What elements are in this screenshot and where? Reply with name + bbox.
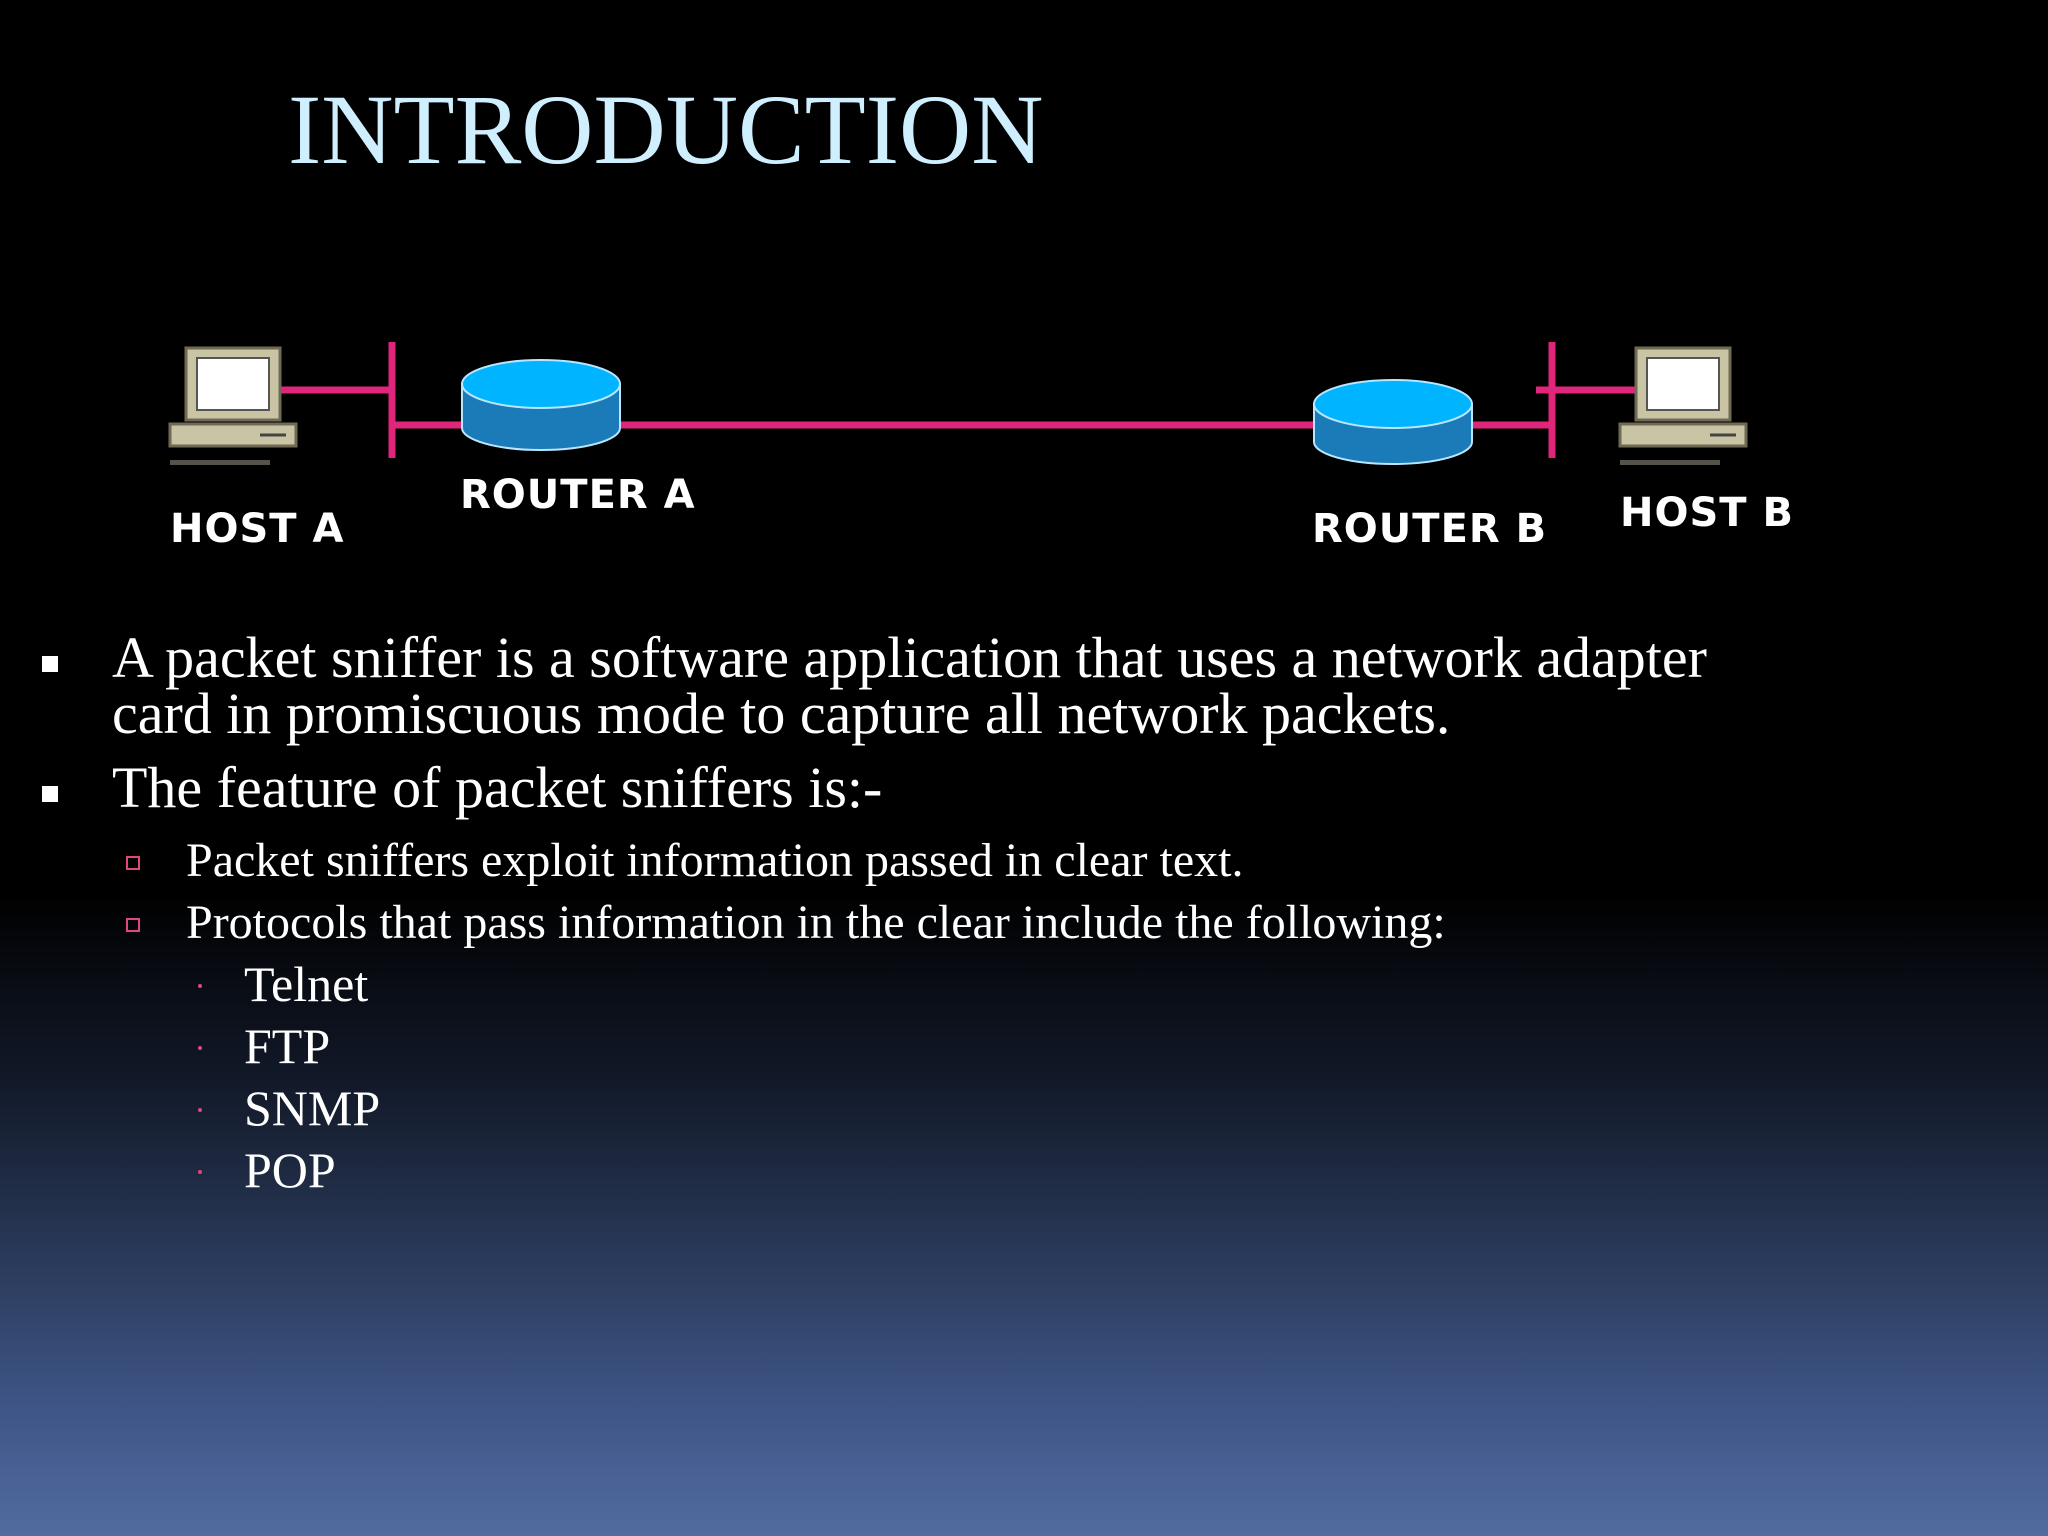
- protocol-item: POP: [244, 1142, 336, 1198]
- sub-bullet-item: Protocols that pass information in the c…: [186, 896, 1446, 949]
- square-bullet-icon: [42, 656, 58, 672]
- dot-bullet-icon: [198, 1170, 202, 1174]
- network-diagram-svg: [168, 342, 1748, 465]
- router-a-label: ROUTER A: [460, 472, 696, 518]
- hollow-square-bullet-icon: [126, 918, 140, 932]
- protocol-item: FTP: [244, 1018, 331, 1074]
- router-b-icon: [1313, 379, 1473, 465]
- host-b-computer-icon: [1618, 346, 1748, 465]
- host-a-label: HOST A: [170, 506, 345, 552]
- router-b-label: ROUTER B: [1312, 506, 1548, 552]
- hollow-square-bullet-icon: [126, 856, 140, 870]
- host-a-computer-icon: [168, 346, 298, 465]
- protocol-item: SNMP: [244, 1080, 381, 1136]
- dot-bullet-icon: [198, 1046, 202, 1050]
- dot-bullet-icon: [198, 984, 202, 988]
- network-diagram: HOST A ROUTER A ROUTER B HOST B: [0, 320, 2048, 580]
- bullet-item: A packet sniffer is a software applicati…: [112, 625, 1707, 746]
- bullet-item: The feature of packet sniffers is:-: [112, 755, 883, 820]
- square-bullet-icon: [42, 786, 58, 802]
- router-a-icon: [461, 359, 621, 451]
- dot-bullet-icon: [198, 1108, 202, 1112]
- slide-title: INTRODUCTION: [288, 74, 1044, 185]
- sub-bullet-item: Packet sniffers exploit information pass…: [186, 834, 1244, 887]
- protocol-item: Telnet: [244, 956, 369, 1012]
- host-b-label: HOST B: [1620, 490, 1794, 536]
